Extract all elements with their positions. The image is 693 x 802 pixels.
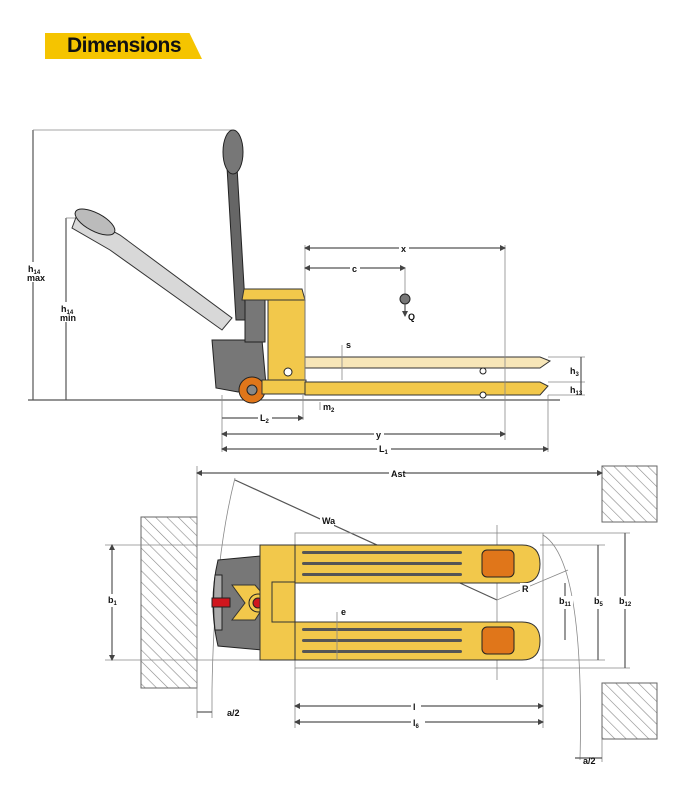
fork-lowered (304, 381, 549, 396)
load-roller-right (481, 626, 515, 655)
label-Q: Q (408, 312, 415, 322)
label-x: x (401, 244, 406, 254)
label-bg (106, 594, 119, 607)
label-b1: b1 (108, 595, 118, 607)
label-R: R (522, 584, 529, 594)
label-s: s (346, 340, 351, 350)
label-Wa: Wa (322, 516, 336, 526)
wheel-hub (246, 384, 258, 396)
wall-obstacle (140, 516, 198, 689)
label-h13: h13 (570, 385, 583, 397)
load-roller (479, 391, 487, 399)
bolt (283, 367, 293, 377)
battery-cover (271, 581, 296, 623)
label-b12: b12 (619, 596, 632, 608)
label-h3: h3 (570, 366, 580, 378)
header-banner (45, 33, 202, 59)
label-bg (258, 412, 272, 425)
tiller-upright (222, 129, 247, 321)
label-a2-right: a/2 (583, 756, 596, 766)
body-cover (241, 288, 306, 301)
label-c: c (352, 264, 357, 274)
label-y: y (376, 430, 381, 440)
turning-arc-right (542, 534, 581, 761)
emergency-button (211, 597, 231, 608)
mast (244, 299, 266, 343)
rack-obstacle-top (601, 465, 658, 523)
label-bg (25, 262, 43, 282)
load-roller-left (481, 549, 515, 578)
label-bg (320, 515, 334, 527)
label-h14-max: h14max (27, 264, 45, 283)
label-h14-min: h14min (60, 304, 76, 323)
label-bg (374, 428, 384, 440)
section-header: Dimensions (45, 33, 202, 59)
label-bg (350, 262, 360, 274)
top-view: Ast Wa b1 e (105, 465, 658, 766)
label-m2: m2 (323, 402, 335, 414)
label-bg (557, 596, 573, 609)
label-bg (399, 242, 409, 254)
label-l: l (413, 702, 416, 712)
label-bg (411, 700, 421, 712)
label-Ast: Ast (391, 469, 406, 479)
label-bg (411, 716, 425, 729)
label-bg (377, 443, 391, 456)
label-b11: b11 (559, 596, 572, 608)
rack-obstacle-bottom (601, 682, 658, 740)
label-bg (617, 596, 633, 609)
load-center-icon (399, 293, 411, 305)
fork-slots (302, 551, 462, 653)
label-b5: b5 (594, 596, 604, 608)
label-bg (389, 467, 405, 479)
label-bg (58, 302, 76, 322)
label-e: e (341, 607, 346, 617)
label-bg (592, 596, 605, 609)
section-title: Dimensions (67, 34, 182, 57)
side-view: h14max h14min (25, 129, 585, 456)
chassis (261, 379, 307, 395)
label-l6: l6 (413, 718, 420, 730)
label-a2-left: a/2 (227, 708, 240, 718)
label-L2: L2 (260, 413, 270, 425)
tiller-lowered (71, 208, 233, 331)
load-roller (479, 367, 487, 375)
label-bg (520, 583, 530, 594)
label-L1: L1 (379, 444, 389, 456)
R-line (496, 569, 569, 601)
battery-housing (267, 299, 306, 393)
